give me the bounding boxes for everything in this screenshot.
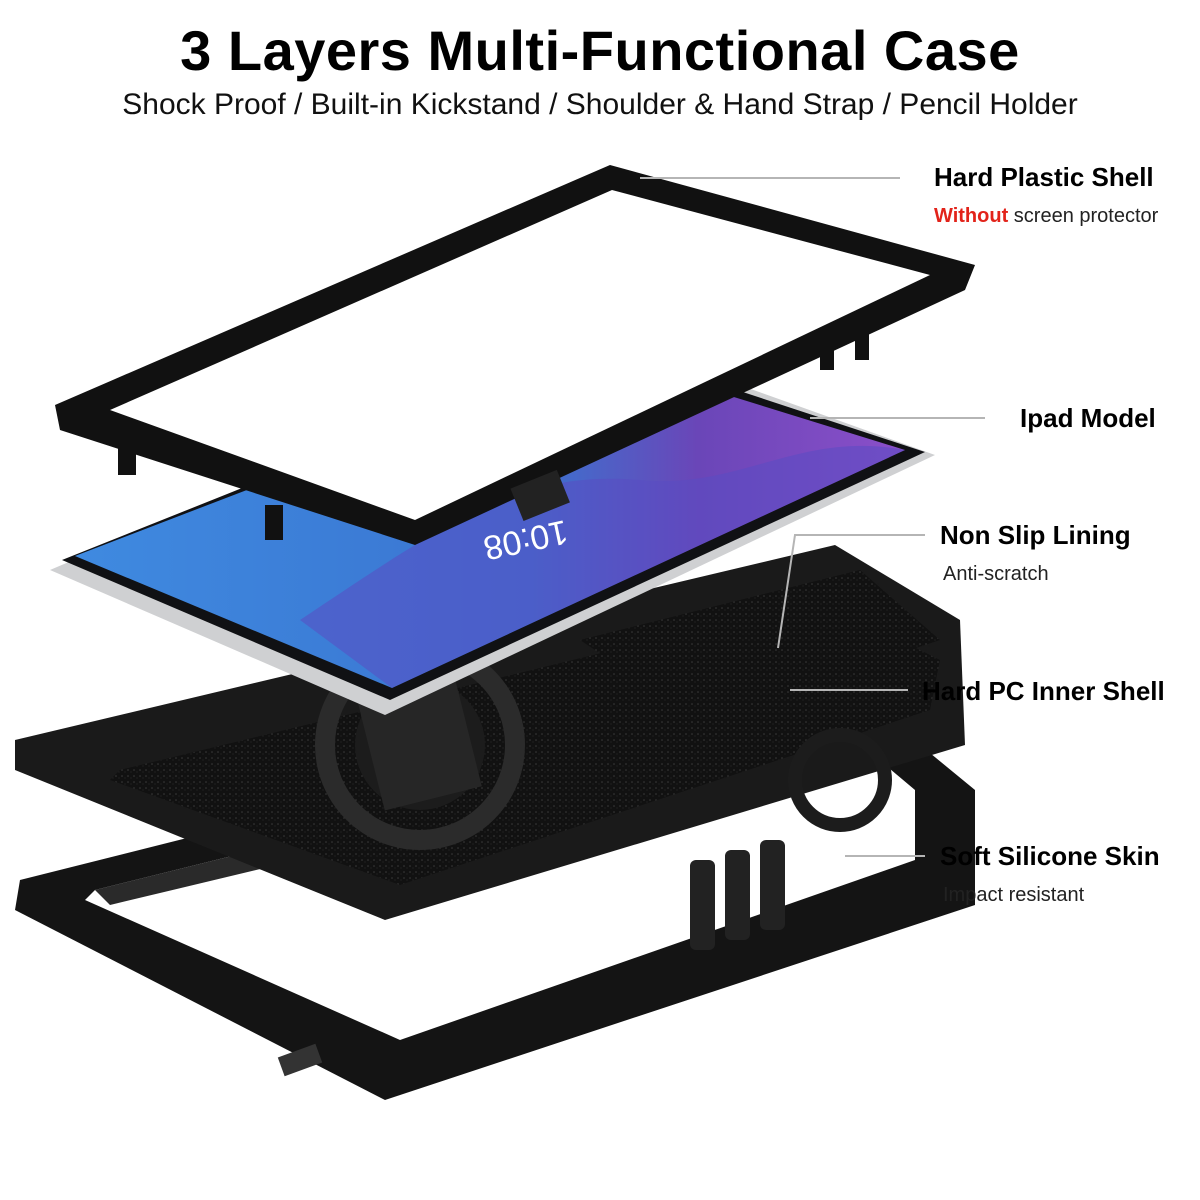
label-hard-pc-inner-shell: Hard PC Inner Shell [922,676,1165,706]
without-highlight: Without [934,205,1009,227]
non-slip-lining-panel [580,570,940,720]
label-hard-plastic-shell: Hard Plastic Shell [934,162,1154,192]
label-impact-resistant: Impact resistant [943,884,1085,906]
label-anti-scratch: Anti-scratch [943,563,1049,585]
screen-protector-text: screen protector [1008,205,1159,227]
page-title: 3 Layers Multi-Functional Case [180,19,1020,82]
callout-lines [640,177,985,857]
note-screen-protector: Without screen protector [934,205,1158,228]
page-subtitle: Shock Proof / Built-in Kickstand / Shoul… [122,88,1078,121]
leader-line-lining [777,534,925,649]
hard-plastic-shell-frame [55,165,975,545]
tablet-device: 10:08 [50,335,935,715]
label-ipad-model: Ipad Model [1020,403,1156,433]
label-soft-silicone-skin: Soft Silicone Skin [940,841,1160,871]
label-non-slip-lining: Non Slip Lining [940,520,1131,550]
